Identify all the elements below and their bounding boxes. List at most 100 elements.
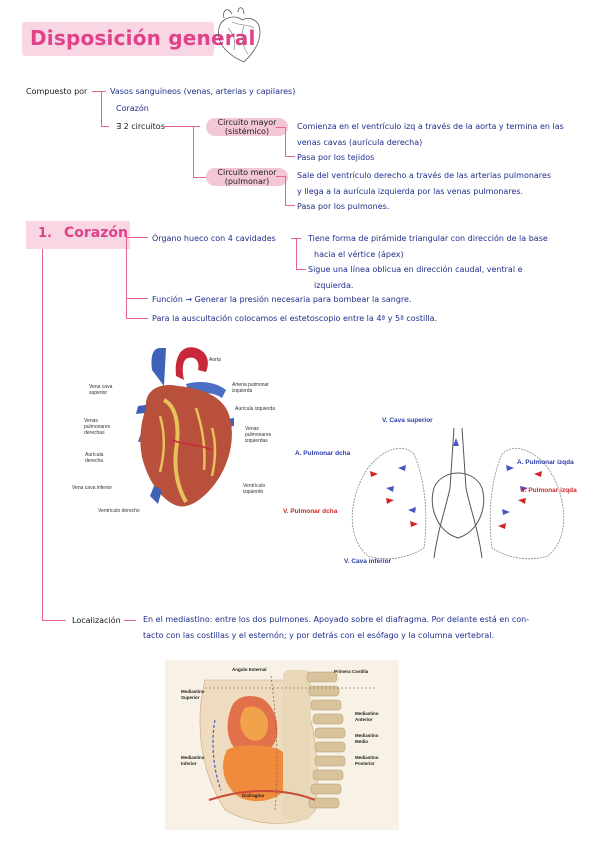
label-v-pulmonar-dcha: V. Pulmonar dcha [283,508,338,515]
label-line: Anterior [355,716,373,722]
label-line: Mediastino [181,755,205,760]
label-line: Aurícula [85,452,104,458]
connector [42,620,66,621]
label-auricula-der: Aurícula derecha [85,452,103,464]
label-line: Arteria pulmonar [232,382,269,388]
connector [92,91,106,92]
connector [126,237,148,238]
page-title: Disposición general [30,26,256,50]
label-auricula-izq: Aurícula izquierda [235,406,276,412]
label-venas-pulm-der: Venas pulmonares derechas [84,418,110,436]
label-line: Vena cava [89,384,113,390]
connector [285,156,295,157]
label-line: Ventrículo [243,483,266,489]
label-arteria-pulmonar: Arteria pulmonar izquierda [232,382,269,394]
label-line: derecha [85,458,104,464]
location-line: En el mediastino: entre los dos pulmones… [143,615,530,624]
connector [126,298,148,299]
label-line: Inferior [181,760,197,766]
label-a-pulmonar-dcha: A. Pulmonar dcha [295,450,351,457]
circuit-label: (pulmonar) [224,177,270,186]
shape-line: Tiene forma de pirámide triangular con d… [308,234,548,243]
heart-sketch-icon [218,7,261,63]
section-title: Corazón [64,225,128,241]
label-line: izquierda [232,388,253,394]
title-highlight [22,22,214,56]
connector [126,318,148,319]
label-v-cava-inferior: V. Cava inferior [344,558,392,565]
section-highlight [26,221,130,249]
connector [285,127,286,157]
label-line: derechas [84,430,105,436]
label-aorta: Aorta [209,357,221,363]
label-line: Medio [355,738,368,744]
location-label: Localización [72,616,121,625]
label-vena-cava-inf: Vena cava inferior [72,485,113,491]
connector [296,238,297,270]
label-line: Venas [84,418,98,424]
major-circuit-note: Pasa por los tejidos [297,153,375,162]
label-venas-pulm-izq: Venas pulmonares izquierdas [245,426,271,444]
connector [126,237,127,319]
minor-circuit-note: Pasa por los pulmones. [297,202,390,211]
heart-anatomy-illustration [136,347,234,507]
label-ventriculo-der: Ventrículo derecho [98,508,140,514]
label-line: izquierdo [243,489,264,495]
label-mediastino-medio: Mediastino Medio [355,733,379,744]
connector [124,620,136,621]
composition-label: Compuesto por [26,87,88,96]
label-vena-cava-sup: Vena cava superior [89,384,112,396]
label-line: Superior [181,694,200,700]
auscultation-text: Para la auscultación colocamos el esteto… [152,314,438,323]
minor-circuit-pill: Circuito menor (pulmonar) [206,168,288,186]
label-line: izquierdas [245,438,268,444]
major-circuit-note: Comienza en el ventrículo izq a través d… [297,122,564,131]
label-mediastino-anterior: Mediastino Anterior [355,711,379,722]
connector [101,91,102,127]
minor-circuit-note: y llega a la aurícula izquierda por las … [297,187,524,196]
pulmonary-circulation-diagram [351,428,565,560]
label-line: superior [89,390,108,396]
organ-description: Órgano hueco con 4 cavidades [152,234,276,243]
connector [285,176,286,206]
major-circuit-note: venas cavas (aurícula derecha) [297,138,423,147]
connector [296,269,306,270]
connector [164,126,200,127]
label-ventriculo-izq: Ventrículo izquierdo [243,483,265,495]
label-mediastino-inferior: Mediastino Inferior [181,755,205,766]
label-line: Mediastino [355,711,379,716]
composition-item: Vasos sanguíneos (venas, arterias y capi… [110,87,296,96]
circuit-label: Circuito mayor [217,118,277,127]
shape-line: hacia el vértice (ápex) [314,250,404,259]
label-primera-costilla: Primera Costilla [334,669,369,674]
label-a-pulmonar-izqda: A. Pulmonar izqda [517,459,574,466]
label-angulo-esternal: Ángulo Esternal [232,667,267,672]
major-circuit-pill: Circuito mayor (sistémico) [206,118,288,136]
direction-line: Sigue una línea oblicua en dirección cau… [308,265,523,274]
label-v-cava-superior: V. Cava superior [382,417,433,424]
label-line: pulmonares [84,424,111,430]
location-line: tacto con las costillas y el esternón; y… [143,631,494,640]
label-diafragma: Diafragma [242,793,265,798]
circuit-label: (sistémico) [224,127,270,136]
minor-circuit-note: Sale del ventrículo derecho a través de … [297,171,552,180]
function-text: Función → Generar la presión necesaria p… [152,295,412,304]
section-number: 1. [38,226,52,241]
connector [276,176,286,177]
label-line: Mediastino [355,755,379,760]
label-line: Venas [245,426,259,432]
composition-item: Corazón [116,104,149,113]
label-line: Posterior [355,760,375,766]
circuit-label: Circuito menor [217,168,277,177]
label-line: Mediastino [355,733,379,738]
label-v-pulmonar-izqda: V. Pulmonar izqda [521,487,577,494]
connector [193,126,194,178]
label-line: Mediastino [181,689,205,694]
connector [193,177,207,178]
connector [285,205,295,206]
composition-item: ∃ 2 circuitos [116,122,165,131]
label-mediastino-superior: Mediastino Superior [181,689,205,700]
direction-line: izquierda. [314,281,354,290]
label-line: pulmonares [245,432,272,438]
main-connector [42,249,43,621]
